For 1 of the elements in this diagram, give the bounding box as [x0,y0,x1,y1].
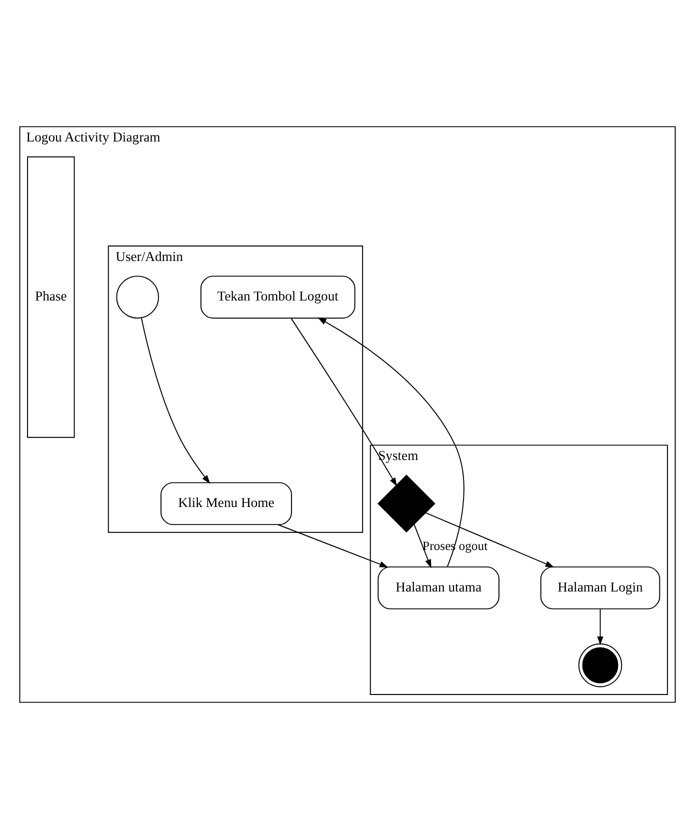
edge-label: Proses ogout [422,538,488,552]
